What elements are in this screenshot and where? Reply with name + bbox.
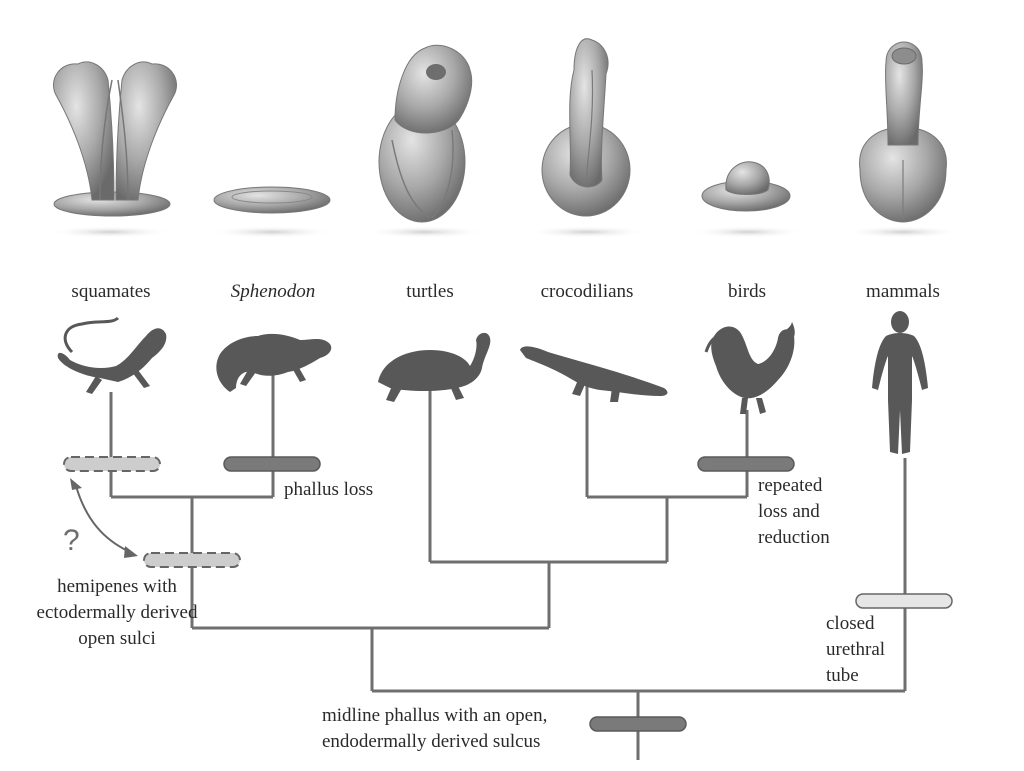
annotation-closed-urethral-tube: closed urethral tube bbox=[826, 613, 886, 686]
taxon-label-turtles: turtles bbox=[406, 281, 454, 302]
squamate-hemipenes-illustration bbox=[53, 61, 177, 217]
taxon-label-squamates: squamates bbox=[71, 281, 151, 302]
character-bars bbox=[63, 456, 953, 732]
turtle-phallus-illustration bbox=[378, 44, 473, 223]
bar-birds-loss-reduction bbox=[697, 456, 795, 472]
lizard-silhouette-icon bbox=[57, 316, 167, 394]
sphenodon-disc-illustration bbox=[213, 186, 331, 214]
bar-mammals-closed-urethra bbox=[855, 593, 953, 609]
annotation-repeated-loss-reduction: repeated loss and reduction bbox=[758, 475, 830, 548]
taxon-label-sphenodon: Sphenodon bbox=[230, 281, 316, 302]
organ-shadow bbox=[365, 226, 485, 238]
human-silhouette-icon bbox=[872, 311, 928, 454]
bar-amniote-midline-phallus bbox=[589, 716, 687, 732]
question-mark: ? bbox=[63, 524, 80, 557]
turtle-silhouette-icon bbox=[378, 332, 491, 402]
crocodile-silhouette-icon bbox=[520, 346, 668, 402]
bar-lepidosaur-hemipenes-dashed bbox=[143, 552, 241, 568]
organ-shadow bbox=[48, 226, 172, 238]
crocodilian-phallus-illustration bbox=[541, 38, 631, 217]
organ-illustrations bbox=[48, 38, 961, 238]
annotation-hemipenes: hemipenes with ectodermally derived open… bbox=[36, 576, 198, 649]
annotation-phallus-loss: phallus loss bbox=[284, 479, 374, 500]
taxon-label-mammals: mammals bbox=[866, 281, 940, 302]
bar-sphenodon-phallus-loss bbox=[223, 456, 321, 472]
taxon-label-birds: birds bbox=[728, 281, 766, 302]
mammal-phallus-illustration bbox=[859, 41, 947, 223]
organ-shadow bbox=[845, 226, 961, 238]
taxon-label-crocodilians: crocodilians bbox=[540, 281, 634, 302]
bar-squamate-hemipenes-dashed bbox=[63, 456, 161, 472]
organ-shadow bbox=[210, 226, 334, 238]
tuatara-silhouette-icon bbox=[216, 333, 332, 392]
animal-silhouettes bbox=[57, 311, 928, 454]
bird-phallus-illustration bbox=[701, 161, 791, 212]
phylogenetic-tree bbox=[109, 370, 907, 760]
annotation-midline-phallus: midline phallus with an open, endodermal… bbox=[322, 705, 548, 752]
organ-shadow bbox=[692, 226, 804, 238]
rooster-silhouette-icon bbox=[704, 322, 795, 414]
uncertainty-arrow: ? bbox=[63, 478, 138, 558]
organ-shadow bbox=[527, 226, 647, 238]
